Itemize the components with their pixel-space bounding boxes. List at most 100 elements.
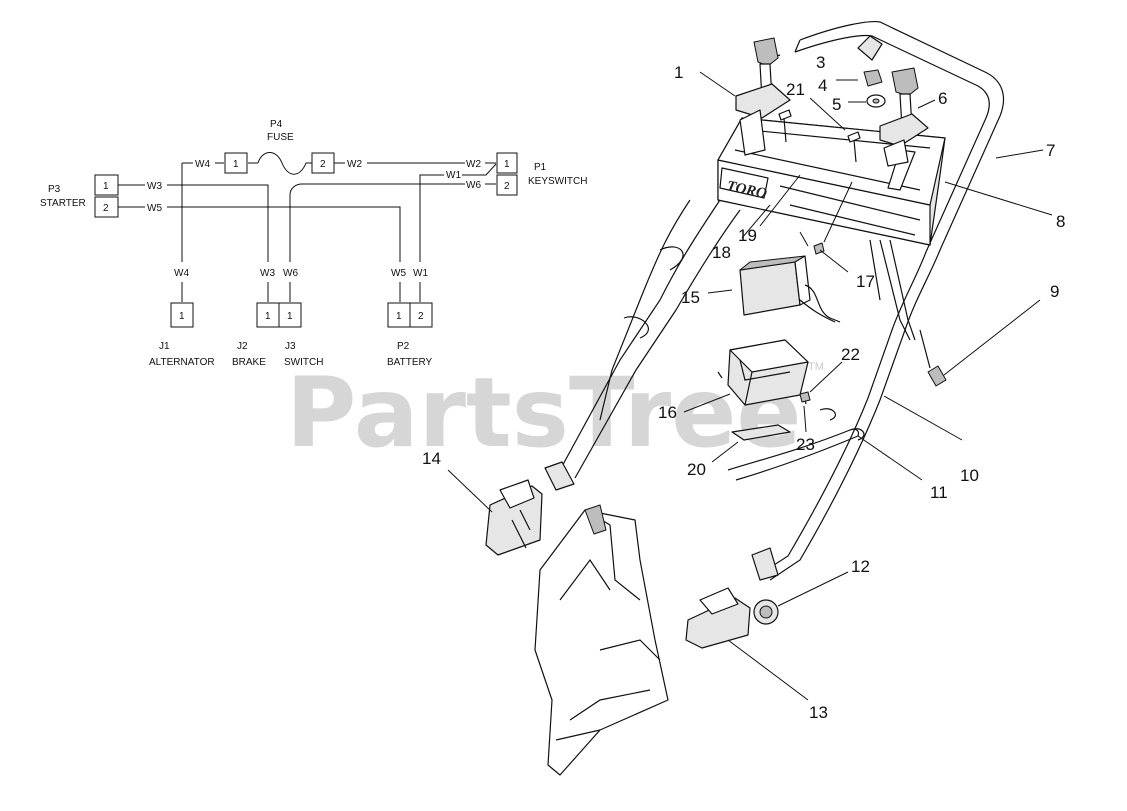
leader-10 xyxy=(883,395,963,441)
battery-pad xyxy=(731,424,791,441)
wiring-schematic: P4 FUSE 1 2 P3 STARTER 1 2 1 2 P1 KEYSWI… xyxy=(40,119,587,368)
leader-13 xyxy=(727,639,809,701)
callout-4: 4 xyxy=(818,76,827,95)
callout-8: 8 xyxy=(1056,212,1065,231)
wire-label-w1-right: W1 xyxy=(446,170,461,181)
lever-bracket-left xyxy=(739,109,766,156)
callout-22: 22 xyxy=(841,345,860,364)
leader-17 xyxy=(819,249,849,273)
callout-21: 21 xyxy=(786,80,805,99)
callout-13: 13 xyxy=(809,703,828,722)
alternator-pin-box xyxy=(170,302,194,328)
leader-14 xyxy=(447,469,493,513)
fuse-pin-box-a xyxy=(224,152,248,174)
wire-w3 xyxy=(118,184,269,262)
keyswitch-pin-1: 1 xyxy=(504,159,510,170)
callout-14: 14 xyxy=(422,449,441,468)
left-handle-outer xyxy=(559,199,721,471)
callout-15: 15 xyxy=(681,288,700,307)
wire-label-w1-bottom: W1 xyxy=(413,268,428,279)
leader-6 xyxy=(917,99,936,109)
deck-housing-tab xyxy=(584,504,607,535)
mount-bracket-right-top xyxy=(699,587,739,615)
keyswitch-ref: P1 xyxy=(534,162,547,173)
watermark-text: PartsTree xyxy=(286,357,801,469)
lever-bracket-right xyxy=(883,139,909,167)
wire-label-w2-right: W2 xyxy=(466,159,481,170)
lever-knob-left xyxy=(753,37,779,67)
left-handle-inner xyxy=(574,209,741,479)
wire-label-w5-left: W5 xyxy=(147,203,162,214)
wire-label-w3-bottom: W3 xyxy=(260,268,275,279)
fuse-name: FUSE xyxy=(267,132,294,143)
keyswitch-pin-box-1 xyxy=(496,152,518,174)
leader-15 xyxy=(707,289,733,294)
keyswitch-name: KEYSWITCH xyxy=(528,176,587,187)
callout-17: 17 xyxy=(856,272,875,291)
lever-base-right xyxy=(879,113,929,147)
fuse-pin-a: 1 xyxy=(233,159,239,170)
callout-6: 6 xyxy=(938,89,947,108)
fuse-pin-box-b xyxy=(311,152,335,174)
leader-21 xyxy=(809,97,846,131)
brake-switch-wire xyxy=(919,329,931,369)
callout-11: 11 xyxy=(930,483,948,502)
switch-pin-box xyxy=(278,302,302,328)
battery-side xyxy=(794,255,811,306)
battery-pin-2: 2 xyxy=(418,311,424,322)
wire-label-w4-top: W4 xyxy=(195,159,210,170)
panel-front-lines xyxy=(779,185,921,236)
wire-label-w5-bottom: W5 xyxy=(391,268,406,279)
screw-left xyxy=(778,109,792,143)
starter-ref: P3 xyxy=(48,184,61,195)
brake-pin: 1 xyxy=(265,311,271,322)
leader-22 xyxy=(809,361,843,393)
leader-1 xyxy=(699,71,736,97)
wire-label-w3-left: W3 xyxy=(147,181,162,192)
leader-16 xyxy=(683,393,731,413)
leader-20 xyxy=(711,441,739,463)
right-cables xyxy=(869,239,916,341)
wire-label-w4-bottom: W4 xyxy=(174,268,189,279)
cross-bar xyxy=(727,428,860,481)
battery-ref: P2 xyxy=(397,341,410,352)
battery-pin-box-2 xyxy=(409,302,433,328)
screw-right xyxy=(847,131,861,163)
fuse-pin-b: 2 xyxy=(320,159,326,170)
lever-base-left xyxy=(735,83,791,119)
wire-w6 xyxy=(289,183,496,262)
callout-7: 7 xyxy=(1046,141,1055,160)
brake-switch xyxy=(927,365,947,387)
wire-label-w6-bottom: W6 xyxy=(283,268,298,279)
battery-body xyxy=(739,261,801,316)
battery-cable-2 xyxy=(799,299,836,323)
mount-bracket-left-detail xyxy=(511,509,531,549)
callout-1: 1 xyxy=(674,63,683,82)
callout-5: 5 xyxy=(832,95,841,114)
deck-housing xyxy=(534,509,669,776)
deck-housing-detail xyxy=(555,509,661,741)
switch-ref: J3 xyxy=(285,341,296,352)
starter-pin-box-1 xyxy=(94,174,119,196)
battery-cable xyxy=(804,284,841,323)
battery-tray-rim xyxy=(729,339,809,373)
callout-16: 16 xyxy=(658,403,677,422)
switch-pin: 1 xyxy=(287,311,293,322)
handle-tube-inner xyxy=(759,34,990,575)
nut xyxy=(863,69,883,87)
callout-19: 19 xyxy=(738,226,757,245)
switch-name: SWITCH xyxy=(284,357,323,368)
starter-pin-box-2 xyxy=(94,196,119,218)
callout-23: 23 xyxy=(796,435,815,454)
callout-12: 12 xyxy=(851,557,870,576)
battery-name: BATTERY xyxy=(387,357,433,368)
brand-plate xyxy=(719,167,769,199)
callout-20: 20 xyxy=(687,460,706,479)
leader-18 xyxy=(741,204,771,239)
fuse-element xyxy=(257,152,312,175)
key xyxy=(857,35,883,61)
mount-bracket-left-top xyxy=(499,479,535,509)
brake-ref: J2 xyxy=(237,341,248,352)
right-handle-grip-end xyxy=(751,547,779,581)
